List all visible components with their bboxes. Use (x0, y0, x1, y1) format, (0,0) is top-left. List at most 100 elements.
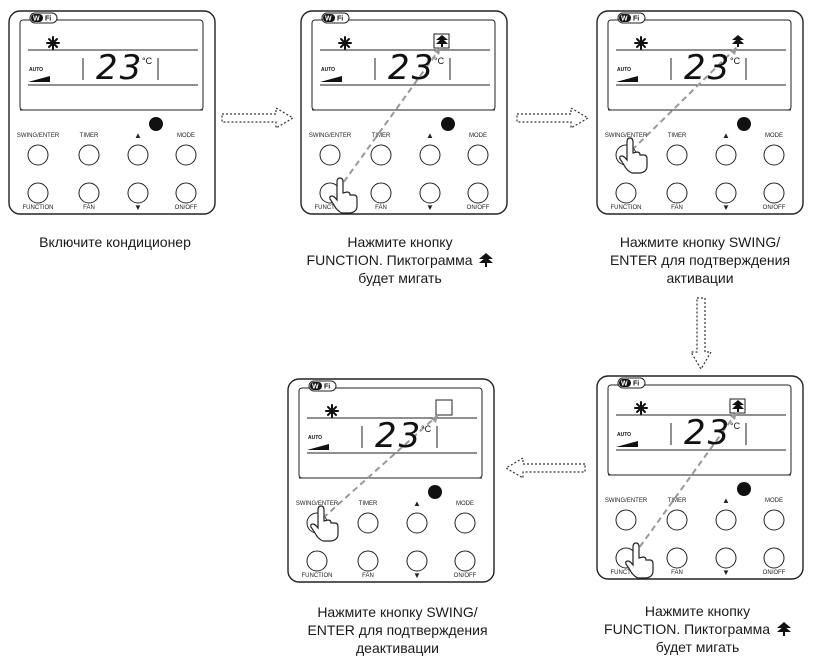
remote-step-4: W Fi AUTO 23 °C SWING/ENTER TIMER ▲ MODE… (287, 378, 495, 583)
remote-body (596, 10, 804, 215)
mode-label: MODE (765, 498, 783, 504)
temperature-display: 23 (684, 413, 732, 453)
down-label: ▼ (413, 571, 421, 580)
svg-text:Fi: Fi (45, 16, 51, 23)
svg-text:W: W (312, 384, 319, 391)
function-label: FUNCTION (610, 205, 642, 211)
fan-label: FAN (671, 570, 683, 576)
remote-body (8, 10, 216, 215)
remote-step-5: W Fi AUTO 23 °C SWING/ENTER TIMER ▲ MODE… (596, 375, 804, 580)
on-off-label: ON/OFF (174, 205, 198, 211)
timer-label: TIMER (371, 133, 391, 139)
health-tree-icon (436, 35, 448, 47)
swing-enter-label: SWING/ENTER (604, 498, 648, 504)
mode-label: MODE (469, 133, 487, 139)
up-label: ▲ (722, 496, 730, 505)
wifi-icon: W Fi (617, 12, 646, 24)
fan-label: FAN (83, 205, 95, 211)
on-off-label: ON/OFF (762, 570, 786, 576)
remote-body (300, 10, 508, 215)
flow-arrow-right-1 (221, 106, 295, 130)
health-tree-icon (732, 35, 744, 47)
temperature-unit: °C (434, 56, 445, 66)
function-label: FUNCTION (301, 573, 333, 579)
hand-pointer-icon (625, 542, 654, 579)
swing-enter-label: SWING/ENTER (16, 133, 60, 139)
hand-pointer-icon (310, 505, 339, 542)
function-label: FUNCTION (610, 570, 642, 576)
fan-label: FAN (671, 205, 683, 211)
caption-line: Нажмите кнопку (347, 234, 453, 250)
function-label: FUNCTION (22, 205, 54, 211)
on-off-label: ON/OFF (466, 205, 490, 211)
temperature-unit: °C (421, 424, 432, 434)
up-label: ▲ (426, 131, 434, 140)
guide-line (322, 414, 439, 519)
caption-line: Включите кондиционер (39, 234, 191, 250)
timer-label: TIMER (667, 133, 687, 139)
timer-label: TIMER (667, 498, 687, 504)
down-label: ▼ (722, 568, 730, 577)
temperature-unit: °C (142, 56, 153, 66)
guide-line (631, 46, 738, 151)
indicator-led (149, 117, 163, 131)
up-label: ▲ (134, 131, 142, 140)
mode-label: MODE (456, 501, 474, 507)
remote-step-3: W Fi AUTO 23 °C SWING/ENTER TIMER ▲ MODE… (596, 10, 804, 215)
wifi-icon: W Fi (617, 377, 646, 389)
temperature-display: 23 (96, 48, 144, 88)
on-off-label: ON/OFF (453, 573, 477, 579)
temperature-display: 23 (375, 416, 423, 456)
hand-pointer-icon (619, 137, 648, 174)
flow-arrow-down (689, 297, 713, 371)
caption-line: деактивации (356, 640, 439, 656)
snowflake-icon (325, 404, 339, 418)
down-label: ▼ (722, 203, 730, 212)
temperature-display: 23 (684, 48, 732, 88)
caption-line: активации (666, 270, 734, 286)
temperature-unit: °C (730, 56, 741, 66)
health-tree-icon (776, 622, 791, 636)
snowflake-icon (634, 36, 648, 50)
health-icon-frame-empty (435, 399, 453, 416)
down-label: ▼ (134, 203, 142, 212)
snowflake-icon (338, 36, 352, 50)
caption-line: FUNCTION. Пиктограмма (306, 252, 473, 268)
caption-line-with-icon: FUNCTION. Пиктограмма (270, 251, 530, 269)
caption-line-with-icon: FUNCTION. Пиктограмма (570, 620, 825, 638)
caption-line: будет мигать (358, 270, 442, 286)
mode-label: MODE (765, 133, 783, 139)
caption-line: ENTER для подтверждения (307, 622, 488, 638)
remote-body (596, 375, 804, 580)
hand-pointer-icon (329, 177, 358, 214)
caption-step-2: Нажмите кнопку FUNCTION. Пиктограмма буд… (270, 233, 530, 287)
svg-text:W: W (621, 381, 628, 388)
caption-line: Нажмите кнопку SWING/ (619, 234, 781, 250)
auto-label: AUTO (308, 435, 323, 441)
swing-enter-label: SWING/ENTER (308, 133, 352, 139)
snowflake-icon (46, 36, 60, 50)
health-tree-icon (479, 253, 494, 267)
up-label: ▲ (413, 499, 421, 508)
caption-step-3: Нажмите кнопку SWING/ ENTER для подтверж… (575, 233, 825, 287)
svg-text:W: W (325, 16, 332, 23)
auto-label: AUTO (617, 67, 632, 73)
timer-label: TIMER (79, 133, 99, 139)
caption-line: будет мигать (655, 639, 740, 655)
swing-enter-label: SWING/ENTER (295, 501, 339, 507)
mode-label: MODE (177, 133, 195, 139)
down-label: ▼ (426, 203, 434, 212)
auto-label: AUTO (617, 432, 632, 438)
wifi-icon: W Fi (321, 12, 350, 24)
remote-body (287, 378, 495, 583)
timer-label: TIMER (358, 501, 378, 507)
svg-text:W: W (33, 16, 40, 23)
caption-step-1: Включите кондиционер (0, 233, 230, 251)
svg-text:Fi: Fi (324, 384, 330, 391)
flow-arrow-right-2 (516, 106, 590, 130)
caption-step-5: Нажмите кнопку FUNCTION. Пиктограмма буд… (570, 602, 825, 656)
caption-step-4: Нажмите кнопку SWING/ ENTER для подтверж… (270, 603, 525, 657)
remote-step-2: W Fi AUTO 23 °C SWING/ENTER TIMER ▲ MODE… (300, 10, 508, 215)
wifi-icon: W Fi (308, 380, 337, 392)
fan-label: FAN (375, 205, 387, 211)
